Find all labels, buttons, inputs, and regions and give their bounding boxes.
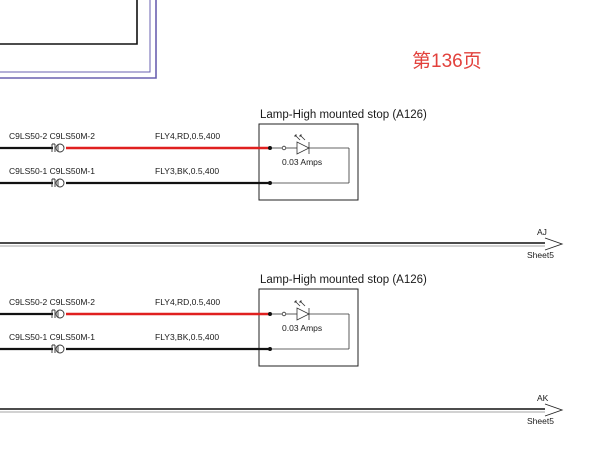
- wire-spec-bottom: FLY3,BK,0.5,400: [155, 332, 219, 342]
- connector-symbol: [51, 143, 65, 153]
- connector-label-top: C9LS50-2 C9LS50M-2: [9, 131, 95, 141]
- pin-terminal: [268, 312, 272, 316]
- bus-label: AJ: [537, 227, 547, 237]
- pin-terminal: [268, 347, 272, 351]
- component-box: [258, 288, 359, 367]
- sheet-arrow-icon: [544, 403, 564, 417]
- pin-terminal: [268, 146, 272, 150]
- component-title: Lamp-High mounted stop (A126): [260, 274, 427, 286]
- led-lamp-symbol: [272, 134, 350, 184]
- wire-spec-top: FLY4,RD,0.5,400: [155, 297, 220, 307]
- connector-symbol: [51, 178, 65, 188]
- component-box: [258, 123, 359, 201]
- wire-spec-bottom: FLY3,BK,0.5,400: [155, 166, 219, 176]
- connector-label-top: C9LS50-2 C9LS50M-2: [9, 297, 95, 307]
- connector-label-bottom: C9LS50-1 C9LS50M-1: [9, 332, 95, 342]
- page-number: 第136页: [412, 50, 482, 72]
- wire-spec-top: FLY4,RD,0.5,400: [155, 131, 220, 141]
- sheet-reference: Sheet5: [527, 250, 554, 260]
- connector-symbol: [51, 309, 65, 319]
- pin-terminal: [268, 181, 272, 185]
- bus-label: AK: [537, 393, 549, 403]
- title-block-frame: [0, 0, 157, 79]
- connector-label-bottom: C9LS50-1 C9LS50M-1: [9, 166, 95, 176]
- circuit-2: Lamp-High mounted stop (A126) C9LS50-2 C…: [0, 274, 564, 426]
- amps-label: 0.03 Amps: [282, 157, 322, 167]
- amps-label: 0.03 Amps: [282, 323, 322, 333]
- sheet-reference: Sheet5: [527, 416, 554, 426]
- circuit-1: Lamp-High mounted stop (A126) C9LS50-2 C…: [0, 109, 564, 260]
- connector-symbol: [51, 344, 65, 354]
- sheet-arrow-icon: [544, 237, 564, 251]
- component-title: Lamp-High mounted stop (A126): [260, 109, 427, 121]
- led-lamp-symbol: [272, 300, 350, 350]
